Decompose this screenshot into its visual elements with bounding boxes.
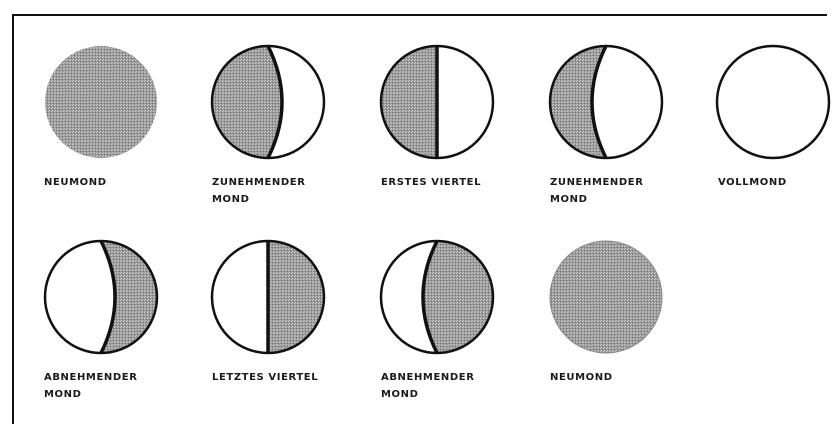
moon-full xyxy=(717,46,829,158)
moon-new-bottom xyxy=(550,241,662,353)
caption-neumond-2: NEUMOND xyxy=(550,369,613,386)
caption-abnehmender-mond-2: ABNEHMENDER MOND xyxy=(381,369,475,403)
caption-zunehmender-mond-2: ZUNEHMENDER MOND xyxy=(550,174,644,208)
moon-last-quarter xyxy=(212,241,324,353)
caption-neumond-1: NEUMOND xyxy=(44,174,107,191)
caption-zunehmender-mond-1: ZUNEHMENDER MOND xyxy=(212,174,306,208)
moon-new-top xyxy=(45,46,157,158)
moon-first-quarter xyxy=(381,46,493,158)
caption-letztes-viertel: LETZTES VIERTEL xyxy=(212,369,318,386)
moon-waxing-crescent-top xyxy=(550,46,662,158)
moon-waning-gibbous xyxy=(381,241,493,353)
caption-abnehmender-mond-1: ABNEHMENDER MOND xyxy=(44,369,138,403)
moon-waxing-gibbous-top xyxy=(212,46,324,158)
caption-vollmond: VOLLMOND xyxy=(718,174,787,191)
moon-waning-crescent xyxy=(45,241,157,353)
caption-erstes-viertel: ERSTES VIERTEL xyxy=(381,174,481,191)
